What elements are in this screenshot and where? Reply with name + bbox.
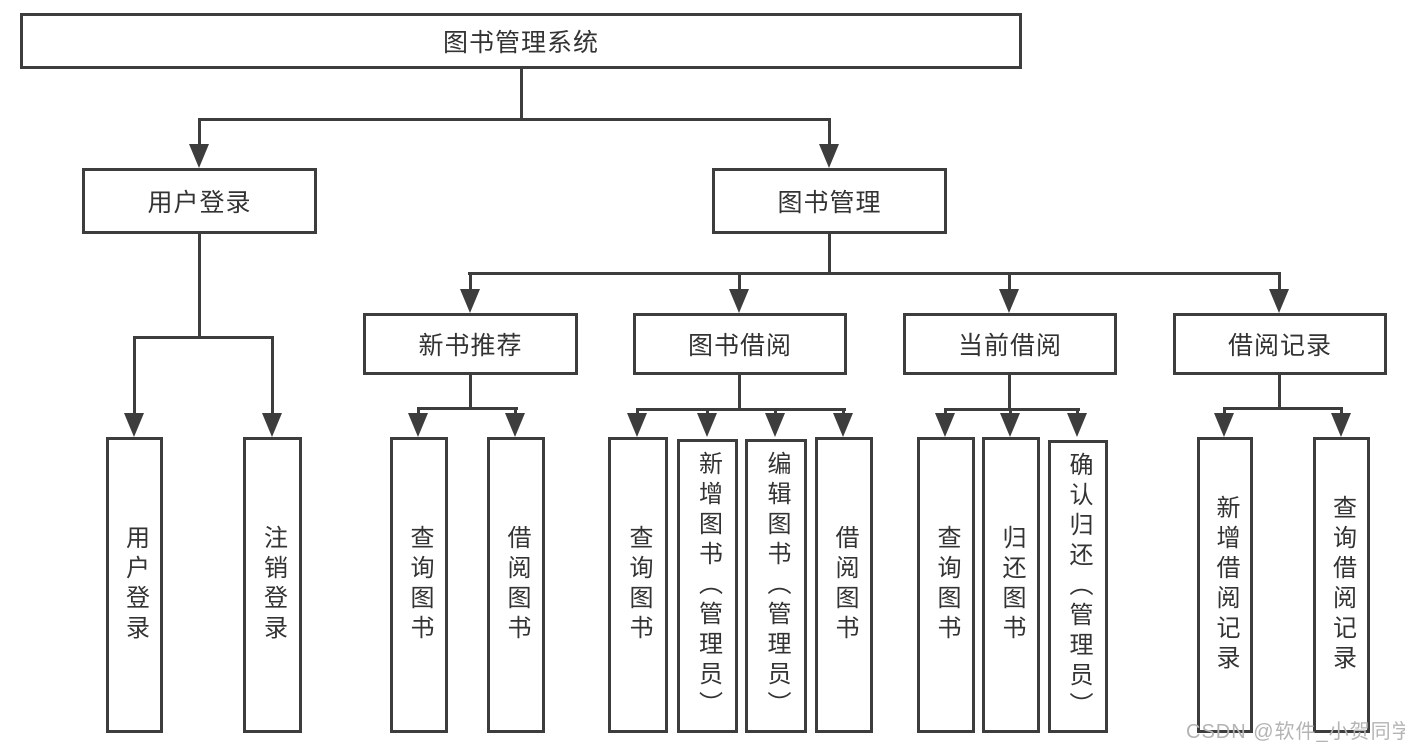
connector-stem: [1340, 407, 1343, 415]
leaf-borrowing-add-books-admin: 新增图书（管理员）: [677, 439, 738, 733]
connector-stem: [1008, 375, 1011, 408]
arrow-down-icon: [819, 144, 839, 168]
connector-stem: [944, 408, 947, 415]
leaf-current-confirm-return-admin: 确认归还（管理员）: [1048, 440, 1108, 733]
leaf-borrowing-borrow-books: 借阅图书: [815, 437, 873, 733]
connector-stem: [706, 408, 709, 415]
connector-stem: [828, 118, 831, 144]
arrow-down-icon: [460, 289, 480, 313]
connector-stem: [1008, 272, 1011, 289]
arrow-down-icon: [1331, 413, 1351, 437]
arrow-down-icon: [765, 413, 785, 437]
connector-stem: [1076, 408, 1079, 415]
arrow-down-icon: [1067, 413, 1087, 437]
connector-stem: [198, 234, 201, 336]
connector-stem: [198, 118, 201, 144]
connector-level1-rail: [198, 118, 831, 121]
arrow-down-icon: [505, 413, 525, 437]
node-library-management-system: 图书管理系统: [20, 13, 1022, 69]
connector-stem: [271, 336, 274, 413]
connector-stem: [1009, 408, 1012, 415]
arrow-down-icon: [408, 413, 428, 437]
leaf-recommend-borrow-books: 借阅图书: [487, 437, 545, 733]
leaf-logout: 注销登录: [243, 437, 302, 733]
arrow-down-icon: [627, 413, 647, 437]
csdn-watermark: CSDN @软件_小贺同学: [1186, 721, 1405, 743]
leaf-records-add-record: 新增借阅记录: [1197, 437, 1253, 733]
connector-stem: [1223, 407, 1226, 415]
connector-rail: [417, 407, 518, 410]
leaf-records-query-record: 查询借阅记录: [1313, 437, 1370, 733]
arrow-down-icon: [935, 413, 955, 437]
arrow-down-icon: [999, 289, 1019, 313]
connector-stem: [133, 336, 136, 413]
connector-stem: [842, 408, 845, 415]
leaf-borrowing-query-books: 查询图书: [608, 437, 668, 733]
arrow-down-icon: [1214, 413, 1234, 437]
leaf-current-return-books: 归还图书: [982, 437, 1040, 733]
arrow-down-icon: [262, 413, 282, 437]
arrow-down-icon: [697, 413, 717, 437]
connector-stem: [1278, 272, 1281, 289]
node-book-borrowing: 图书借阅: [633, 313, 847, 375]
leaf-recommend-query-books: 查询图书: [390, 437, 448, 733]
leaf-borrowing-edit-books-admin: 编辑图书（管理员）: [745, 439, 807, 733]
arrow-down-icon: [1000, 413, 1020, 437]
node-current-borrowing: 当前借阅: [903, 313, 1117, 375]
connector-stem: [417, 407, 420, 415]
connector-level2-rail: [468, 272, 1281, 275]
arrow-down-icon: [189, 144, 209, 168]
leaf-current-query-books: 查询图书: [917, 437, 975, 733]
arrow-down-icon: [833, 413, 853, 437]
connector-stem: [1278, 375, 1281, 407]
connector-root-stem: [520, 69, 523, 118]
connector-rail: [1223, 407, 1343, 410]
connector-stem: [738, 272, 741, 289]
connector-rail: [133, 336, 274, 339]
connector-stem: [774, 408, 777, 415]
leaf-user-login: 用户登录: [106, 437, 163, 733]
connector-stem: [469, 272, 472, 289]
connector-rail: [944, 408, 1080, 411]
node-new-book-recommend: 新书推荐: [363, 313, 578, 375]
arrow-down-icon: [1269, 289, 1289, 313]
connector-stem: [738, 375, 741, 408]
connector-stem: [828, 234, 831, 272]
node-user-login: 用户登录: [82, 168, 317, 234]
node-borrow-records: 借阅记录: [1173, 313, 1387, 375]
connector-stem: [469, 375, 472, 407]
node-book-management: 图书管理: [712, 168, 947, 234]
connector-stem: [636, 408, 639, 415]
arrow-down-icon: [729, 289, 749, 313]
arrow-down-icon: [124, 413, 144, 437]
connector-stem: [514, 407, 517, 415]
connector-rail: [636, 408, 846, 411]
